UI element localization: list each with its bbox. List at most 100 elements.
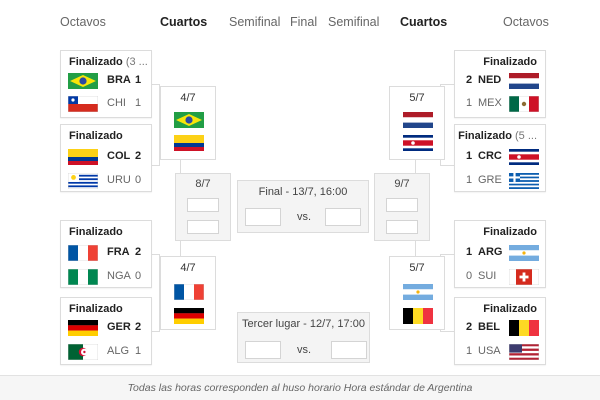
team-code: ALG: [107, 345, 130, 357]
team-code: BEL: [478, 321, 500, 333]
france-flag-icon: [68, 245, 98, 261]
argentina-flag-icon: [509, 245, 539, 261]
team-row: COL 2: [61, 148, 153, 166]
match-status: Finalizado: [69, 130, 123, 142]
team-code: COL: [107, 150, 131, 162]
team-score: 2: [135, 321, 142, 333]
quarterfinal-card-arg-bel[interactable]: 5/7: [389, 256, 445, 330]
vs-label: vs.: [296, 344, 312, 356]
team-row: BRA 1: [61, 72, 153, 90]
team-score: 1: [466, 174, 473, 186]
match-card-arg-sui[interactable]: Finalizado 1 ARG 0 SUI: [454, 220, 546, 288]
team-code: NED: [478, 74, 502, 86]
semifinal-card-right[interactable]: 9/7: [374, 173, 430, 241]
team-row: GER 2: [61, 319, 153, 337]
match-card-bra-chi[interactable]: Finalizado (3 ... BRA 1 CHI 1: [60, 50, 152, 118]
match-status: Finalizado: [483, 56, 537, 68]
team-score: 1: [466, 246, 473, 258]
bracket-connector: [152, 84, 160, 166]
match-date: 4/7: [180, 92, 196, 104]
match-card-ned-mex[interactable]: Finalizado 2 NED 1 MEX: [454, 50, 546, 118]
match-status: Finalizado (3 ...: [69, 56, 148, 68]
match-date: 4/7: [180, 262, 196, 274]
quarterfinal-card-fra-ger[interactable]: 4/7: [160, 256, 216, 330]
team-score: 0: [135, 174, 142, 186]
match-card-ger-alg[interactable]: Finalizado GER 2 ALG 1: [60, 297, 152, 365]
match-date: 5/7: [409, 262, 425, 274]
team-score: 1: [135, 345, 142, 357]
final-card[interactable]: Final - 13/7, 16:00 vs.: [237, 180, 369, 233]
belgium-flag-icon: [509, 320, 539, 336]
team-row: NGA 0: [61, 268, 153, 286]
match-status: Finalizado (5 ...: [458, 130, 537, 142]
timezone-footer: Todas las horas corresponden al huso hor…: [0, 375, 600, 400]
costa-rica-flag-icon: [509, 149, 539, 165]
match-card-col-uru[interactable]: Finalizado COL 2 URU 0: [60, 124, 152, 192]
belgium-flag-icon: [403, 308, 433, 324]
match-status: Finalizado: [69, 303, 123, 315]
team-row: 1 GRE: [455, 172, 547, 190]
team-row: 2 BEL: [455, 319, 547, 337]
quarterfinal-card-ned-crc[interactable]: 5/7: [389, 86, 445, 160]
match-date: 8/7: [195, 178, 211, 190]
final-title: Final - 13/7, 16:00: [258, 186, 348, 198]
team-row: 1 MEX: [455, 95, 547, 113]
team-code: CRC: [478, 150, 502, 162]
chile-flag-icon: [68, 96, 98, 112]
colombia-flag-icon: [174, 135, 204, 151]
colombia-flag-icon: [68, 149, 98, 165]
switzerland-flag-icon: [509, 269, 539, 285]
match-card-crc-gre[interactable]: Finalizado (5 ... 1 CRC 1 GRE: [454, 124, 546, 192]
header-cuartos-left: Cuartos: [160, 15, 208, 29]
team-code: CHI: [107, 97, 126, 109]
bracket-connector: [415, 240, 416, 256]
bracket-connector: [180, 240, 181, 256]
third-place-title: Tercer lugar - 12/7, 17:00: [242, 318, 365, 330]
team-placeholder: [325, 208, 361, 226]
team-row: 2 NED: [455, 72, 547, 90]
brazil-flag-icon: [174, 112, 204, 128]
team-score: 1: [135, 97, 142, 109]
usa-flag-icon: [509, 344, 539, 360]
match-status: Finalizado: [69, 226, 123, 238]
costa-rica-flag-icon: [403, 135, 433, 151]
team-placeholder: [187, 198, 219, 212]
team-placeholder: [245, 341, 281, 359]
team-row: ALG 1: [61, 343, 153, 361]
team-row: 1 CRC: [455, 148, 547, 166]
team-row: 1 ARG: [455, 244, 547, 262]
match-card-bel-usa[interactable]: Finalizado 2 BEL 1 USA: [454, 297, 546, 365]
match-status: Finalizado: [483, 226, 537, 238]
header-semifinal-right: Semifinal: [328, 15, 380, 29]
match-status: Finalizado: [483, 303, 537, 315]
team-placeholder: [187, 220, 219, 234]
team-placeholder: [386, 220, 418, 234]
match-card-fra-nga[interactable]: Finalizado FRA 2 NGA 0: [60, 220, 152, 288]
team-row: URU 0: [61, 172, 153, 190]
header-octavos-left: Octavos: [60, 15, 106, 29]
match-date: 5/7: [409, 92, 425, 104]
semifinal-card-left[interactable]: 8/7: [175, 173, 231, 241]
bracket-connector: [180, 160, 181, 176]
team-score: 0: [135, 270, 142, 282]
team-score: 2: [135, 246, 142, 258]
nigeria-flag-icon: [68, 269, 98, 285]
header-cuartos-right: Cuartos: [400, 15, 448, 29]
team-score: 1: [466, 97, 473, 109]
vs-label: vs.: [296, 211, 312, 223]
team-code: MEX: [478, 97, 502, 109]
greece-flag-icon: [509, 173, 539, 189]
bracket-connector: [415, 160, 416, 176]
quarterfinal-card-bra-col[interactable]: 4/7: [160, 86, 216, 160]
third-place-card[interactable]: Tercer lugar - 12/7, 17:00 vs.: [237, 312, 370, 363]
mexico-flag-icon: [509, 96, 539, 112]
team-code: SUI: [478, 270, 497, 282]
bracket-connector: [152, 254, 160, 332]
team-score: 1: [466, 345, 473, 357]
team-score: 2: [466, 321, 473, 333]
footer-text: Todas las horas corresponden al huso hor…: [127, 382, 473, 394]
team-code: GRE: [478, 174, 502, 186]
team-code: BRA: [107, 74, 131, 86]
team-code: FRA: [107, 246, 130, 258]
team-code: URU: [107, 174, 131, 186]
